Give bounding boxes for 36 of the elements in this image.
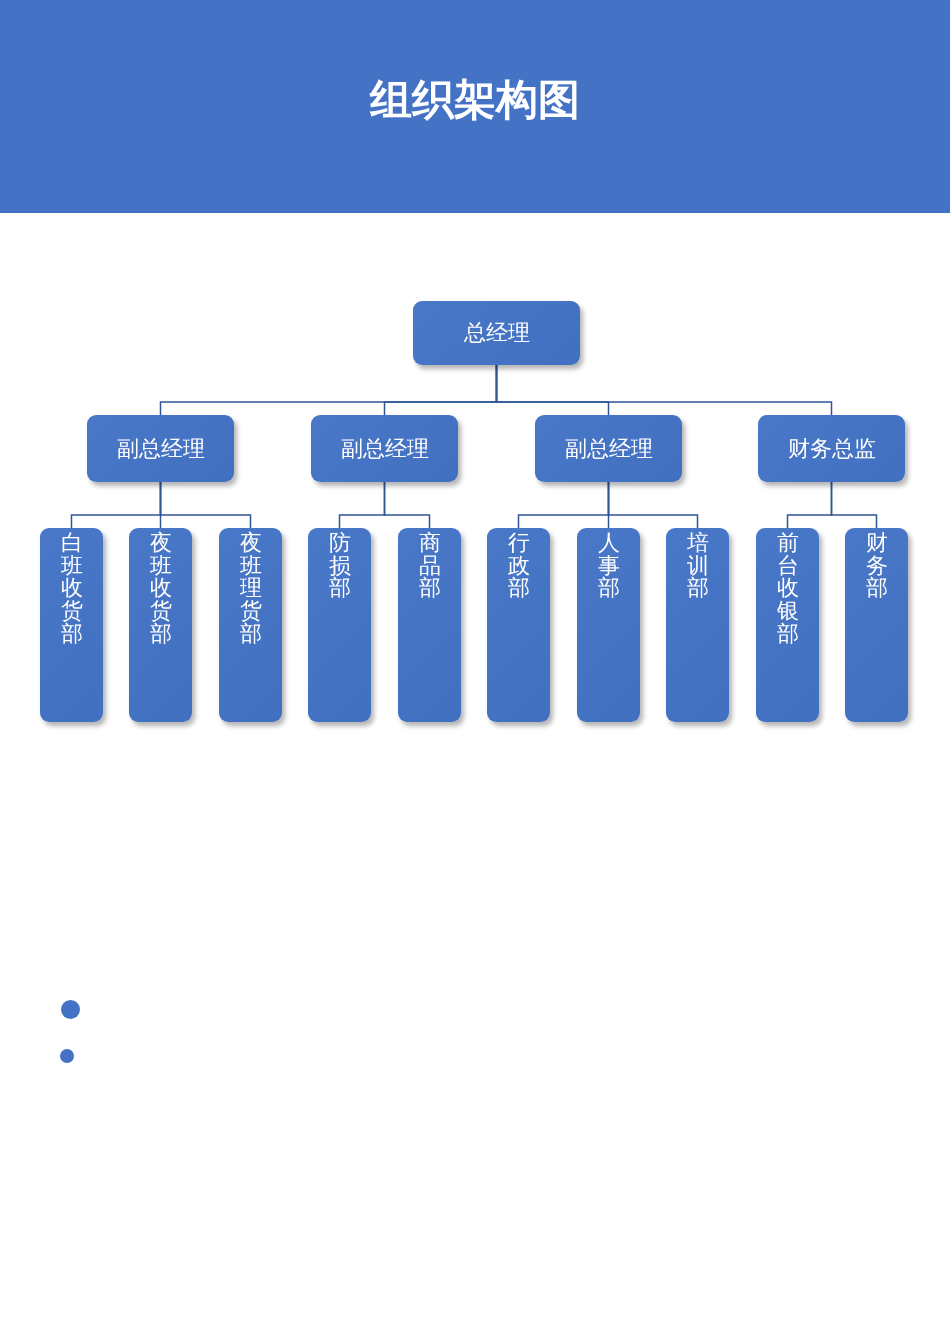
connector-line [383, 481, 431, 529]
position-box [311, 415, 458, 482]
node-label: 夜班收货部 [149, 532, 172, 646]
department-box [577, 528, 640, 722]
department-box [487, 528, 550, 722]
department-box [666, 528, 729, 722]
position-box [87, 415, 234, 482]
department-box [40, 528, 103, 722]
node-label: 副总经理 [340, 434, 429, 463]
node-label: 副总经理 [564, 434, 653, 463]
connector-line [495, 364, 833, 416]
node-label: 人事部 [597, 532, 620, 600]
node-label: 财务总监 [787, 434, 876, 463]
node-label: 防损部 [328, 532, 351, 600]
node-label: 商品部 [418, 532, 441, 600]
connector-line [607, 481, 699, 529]
position-box [535, 415, 682, 482]
node-label: 总经理 [463, 319, 530, 347]
connector-line [830, 481, 878, 529]
position-box [413, 301, 580, 365]
node-label: 行政部 [507, 532, 530, 600]
department-box [308, 528, 371, 722]
department-box [129, 528, 192, 722]
node-label: 副总经理 [116, 434, 205, 463]
department-box [756, 528, 819, 722]
department-box [219, 528, 282, 722]
node-label: 前台收银部 [776, 532, 799, 646]
title: 组织架构图 [368, 74, 581, 126]
node-label: 培训部 [686, 532, 709, 600]
node-label: 夜班理货部 [239, 532, 262, 646]
node-label: 白班收货部 [60, 532, 83, 646]
department-box [845, 528, 908, 722]
position-box [758, 415, 905, 482]
node-label: 财务部 [865, 532, 888, 600]
department-box [398, 528, 461, 722]
connector-line [159, 481, 252, 529]
